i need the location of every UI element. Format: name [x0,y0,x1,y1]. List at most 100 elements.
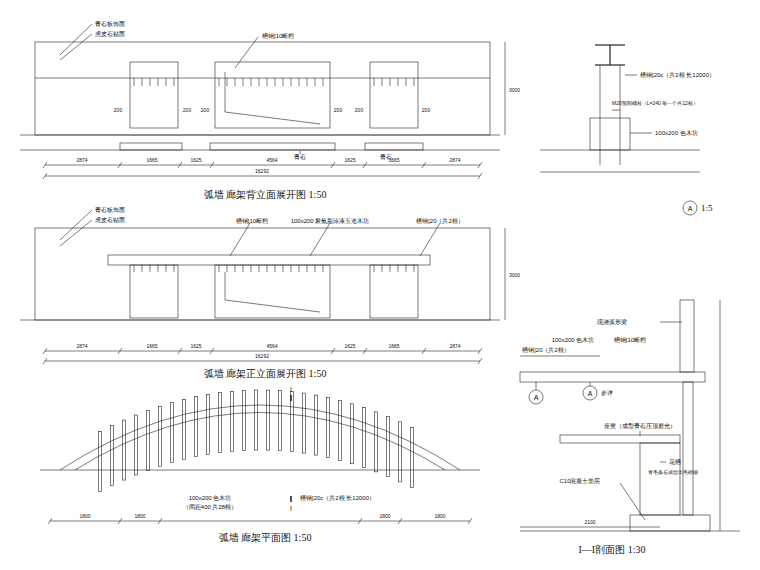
slat-tick [134,78,135,86]
dimension-tick [358,518,362,524]
dimension-tick [158,518,162,524]
slat-tick [142,78,143,86]
note-label: （间距400 共28根） [183,504,237,510]
dimension-value: 1625 [344,344,355,349]
note-label: 青石板饰面 [95,207,125,213]
dimension-value: 2874 [449,344,460,349]
dimension-tick [43,162,47,168]
timber-beam [291,392,294,452]
slat-tick [398,78,399,86]
slat-tick [283,78,284,86]
dimension-tick [43,358,47,364]
slat-tick [390,78,391,86]
note-label: 槽钢[10断档 [614,337,646,343]
timber-beam [231,391,234,451]
dimension-tick [178,348,182,354]
timber-beam [411,428,414,488]
section-mark: A [688,205,693,212]
dimension-value: 200 [355,108,363,113]
slat-tick [414,265,415,272]
dimension-value: 1665 [146,158,157,163]
slat-tick [414,78,415,86]
dimension-value: 200 [334,108,342,113]
slat-tick [158,265,159,272]
slat-tick [406,265,407,272]
slat-tick [390,265,391,272]
dimension-tick [398,518,402,524]
slat-tick [299,265,300,272]
slat-tick [283,265,284,272]
note-label: 100x200 聚氨脂涂漆五道木坊 [291,218,370,224]
slat-tick [323,78,324,86]
timber-beam [171,403,174,463]
timber-beam [339,400,342,460]
slat-tick [315,265,316,272]
view-title: I—I剖面图 1:30 [579,545,646,555]
timber-beam [375,412,378,472]
note-label: 参详 [601,390,613,396]
dimension-value: 200 [201,108,209,113]
view-title: 弧墙 廊架背立面展开图 1:50 [204,190,327,200]
dimension-tick [331,348,335,354]
slat-tick [243,265,244,272]
dimension-value: 2874 [449,158,460,163]
note-label: 槽钢[20（共2根） [416,218,464,224]
note-label: 槽钢[20（共2根） [522,347,570,353]
dimension-tick [363,348,367,354]
timber-beam [135,415,138,475]
timber-beam [183,399,186,459]
section-mark: I [290,505,292,512]
dimension-tick [43,348,47,354]
section-mark: A [588,390,593,397]
dimension-value: 3000 [509,273,520,278]
timber-beam [207,394,210,454]
slat-tick [150,265,151,272]
slat-tick [382,78,383,86]
section-mark: A [534,394,539,401]
dimension-tick [422,162,426,168]
timber-beam [351,404,354,464]
dimension-value: 1625 [190,158,201,163]
timber-beam [327,398,330,458]
dimension-value: 1665 [388,158,399,163]
slat-tick [142,265,143,272]
slat-tick [251,265,252,272]
dimension-value: 200 [422,108,430,113]
timber-beam [99,432,102,492]
slat-tick [275,265,276,272]
slat-tick [243,78,244,86]
dimension-value: 200 [183,108,191,113]
dimension-value: 1800 [79,514,90,519]
dimension-tick [43,173,47,179]
timber-beam [159,406,162,466]
view-title: 1:5 [701,204,713,213]
timber-beam [279,391,282,451]
slat-tick [227,265,228,272]
dimension-tick [331,162,335,168]
slat-tick [307,78,308,86]
slat-tick [299,78,300,86]
slat-tick [323,265,324,272]
dimension-value: 4564 [266,158,277,163]
slat-tick [166,78,167,86]
slat-tick [291,78,292,86]
slat-tick [174,265,175,272]
slat-tick [251,78,252,86]
slat-tick [307,265,308,272]
slat-tick [315,78,316,86]
dimension-value: 1800 [134,514,145,519]
note-label: 100x200 色木坊 [189,495,232,501]
dimension-value: 2100 [584,520,595,525]
section-mark: I [290,386,292,393]
dimension-value: 4564 [266,344,277,349]
view-title: 弧墙 廊架平面图 1:50 [219,533,312,543]
note-label: 100x200 色木坊 [552,337,595,343]
note-label: 青石 [294,154,306,160]
slat-tick [235,265,236,272]
timber-beam [255,390,258,450]
dimension-value: 2874 [76,158,87,163]
slat-tick [382,265,383,272]
note-label: 槽钢[20c（共2根 长12000） [640,72,715,78]
